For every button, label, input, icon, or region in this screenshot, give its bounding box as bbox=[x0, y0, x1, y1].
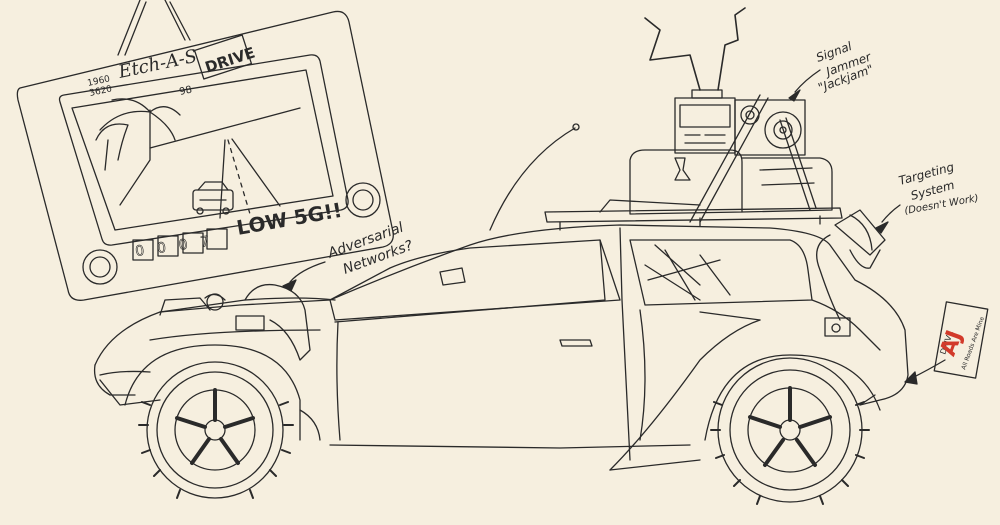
front-wheel-icon bbox=[138, 361, 294, 499]
arrow-icon bbox=[282, 69, 946, 385]
roof-cargo bbox=[599, 94, 833, 223]
targeting-system bbox=[816, 209, 886, 337]
etch-model-number: 98 bbox=[178, 85, 193, 98]
etch-year-top: 1960 bbox=[87, 74, 112, 89]
etch-a-sketch-icon bbox=[16, 0, 394, 301]
license-plate bbox=[933, 301, 989, 379]
etch-year-bottom: 3620 bbox=[89, 84, 114, 99]
annotations: Adversarial Networks? Signal Jammer "Jac… bbox=[325, 39, 980, 278]
rear-wheel-icon bbox=[710, 357, 870, 505]
radio-icon bbox=[674, 89, 806, 156]
car-body bbox=[93, 123, 909, 471]
antenna-icon bbox=[644, 7, 746, 91]
